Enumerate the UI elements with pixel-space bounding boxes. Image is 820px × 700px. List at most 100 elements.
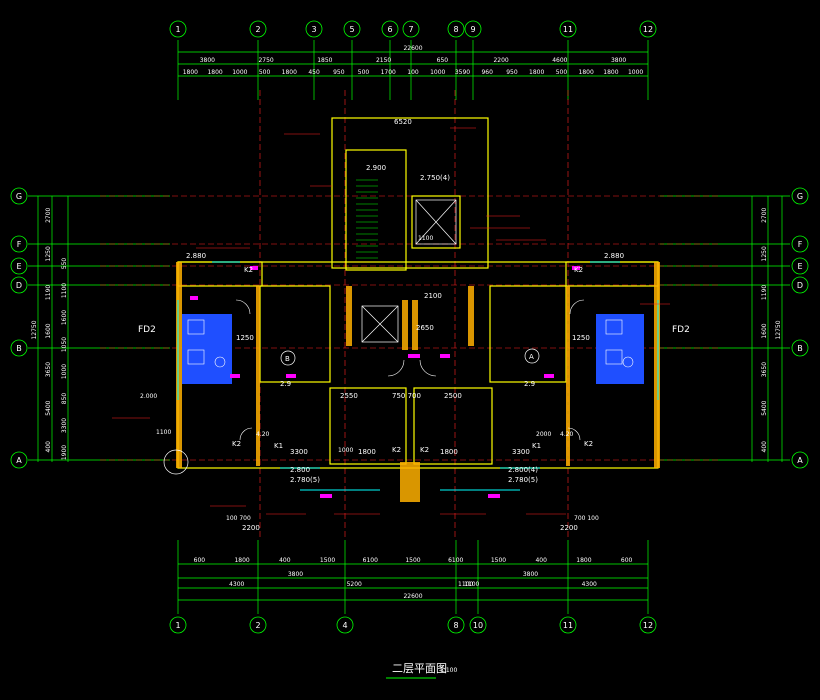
- dim-2000-right: 2000: [536, 431, 551, 438]
- window-tag-k2-left: K2: [232, 440, 241, 448]
- level-label-4: 2.780(5): [290, 476, 320, 484]
- dim-3300-left: 3300: [290, 448, 308, 456]
- dim-right-outer: 1600: [761, 323, 768, 338]
- drawing-title: 二层平面图: [392, 662, 447, 675]
- axis-bubble-left: [10, 339, 28, 357]
- dim-left-outer: 1190: [45, 285, 52, 300]
- red-annotations: [112, 127, 670, 515]
- dim-1100-bottom: 1100: [458, 581, 473, 588]
- axis-label-left: A: [16, 456, 22, 465]
- dim-1100-center: 1100: [418, 235, 433, 242]
- dim-top-row1: 3800: [611, 57, 626, 64]
- axis-label-bottom: 1: [175, 621, 180, 630]
- dim-bottom-row1: 6100: [448, 557, 463, 564]
- dim-top-row2: 1000: [430, 69, 445, 76]
- axis-label-bottom: 11: [563, 621, 573, 630]
- dim-bottom-row1: 600: [621, 557, 633, 564]
- level-left: 2.880: [186, 252, 206, 260]
- axis-bubble-left: [10, 235, 28, 253]
- drawing-scale: 1:100: [440, 667, 457, 674]
- axis-label-left: B: [16, 344, 22, 353]
- dim-left-outer: 5400: [45, 400, 52, 415]
- dim-left-outer: 2700: [45, 207, 52, 222]
- axis-bubble-right: [791, 235, 809, 253]
- dim-left-inner: 3300: [61, 418, 68, 433]
- axis-bubble-bottom: [559, 616, 577, 634]
- level-2-9-left: 2.9: [280, 380, 291, 388]
- axis-bubble-bottom: [639, 616, 657, 634]
- dim-top-row1: 1850: [317, 57, 332, 64]
- dim-4-20-left: 4.20: [256, 431, 270, 438]
- dim-top-row2: 960: [481, 69, 493, 76]
- dim-3300-right: 3300: [512, 448, 530, 456]
- dim-top-row2: 500: [358, 69, 370, 76]
- axis-label-left: G: [16, 192, 22, 201]
- axis-label-bottom: 10: [473, 621, 483, 630]
- axis-bubble-right: [791, 187, 809, 205]
- dim-2650: 2650: [416, 324, 434, 332]
- dim-1800-right: 1800: [440, 448, 458, 456]
- level-label-2: 2.800: [290, 466, 310, 474]
- wall-fill: [176, 262, 660, 502]
- axis-bubble-left: [10, 187, 28, 205]
- dim-right-outer: 1250: [761, 246, 768, 261]
- dim-1250-left: 1250: [236, 334, 254, 342]
- magenta-tags: [190, 266, 580, 498]
- axis-bubble-bottom: [169, 616, 187, 634]
- dim-bottom-row3: 3800: [288, 571, 303, 578]
- dim-bottom-row2: 4300: [582, 581, 597, 588]
- axis-bubble-top: [559, 20, 577, 38]
- axis-bubble-top: [169, 20, 187, 38]
- room-label-fd2-left: FD2: [138, 325, 156, 335]
- axis-bubble-top: [343, 20, 361, 38]
- axis-label-top: 1: [175, 25, 180, 34]
- dim-bottom-row1: 600: [194, 557, 206, 564]
- dim-top-row2: 1000: [628, 69, 643, 76]
- dim-1000-center: 1000: [338, 447, 353, 454]
- dim-top-row1: 2150: [376, 57, 391, 64]
- window-tag-k2-top-left: K2: [244, 266, 253, 274]
- level-label-1: 2.750(4): [420, 174, 450, 182]
- axis-bubble-top: [249, 20, 267, 38]
- dim-left-inner: 1100: [61, 283, 68, 298]
- dim-right-outer: 2700: [761, 207, 768, 222]
- dim-top-row2: 950: [333, 69, 345, 76]
- axis-label-top: 6: [387, 25, 392, 34]
- dim-1100-left: 1100: [156, 429, 171, 436]
- axis-label-top: 11: [563, 25, 573, 34]
- dim-left-inner: 1900: [61, 445, 68, 460]
- axis-bubble-left: [10, 451, 28, 469]
- dim-700-100-right: 700 100: [574, 515, 599, 522]
- axis-bubble-top: [464, 20, 482, 38]
- axis-label-left: F: [17, 240, 22, 249]
- dim-2100: 2100: [424, 292, 442, 300]
- room-label-fd2-right: FD2: [672, 325, 690, 335]
- dim-2200-right: 2200: [560, 524, 578, 532]
- dim-top-row2: 1800: [183, 69, 198, 76]
- axis-bubble-top: [305, 20, 323, 38]
- windows: [177, 261, 659, 491]
- dim-bottom-row1: 6100: [363, 557, 378, 564]
- axis-label-right: D: [797, 281, 803, 290]
- axis-bubble-top: [639, 20, 657, 38]
- axis-label-bottom: 12: [643, 621, 653, 630]
- dim-2200-left: 2200: [242, 524, 260, 532]
- dim-right-outer: 5400: [761, 400, 768, 415]
- dim-bottom-row1: 400: [535, 557, 547, 564]
- axis-label-right: A: [797, 456, 803, 465]
- axis-label-bottom: 8: [453, 621, 458, 630]
- axis-bubble-right: [791, 276, 809, 294]
- axis-bubble-bottom: [336, 616, 354, 634]
- axis-bubble-bottom: [249, 616, 267, 634]
- axis-label-left: D: [16, 281, 22, 290]
- axis-bubble-top: [402, 20, 420, 38]
- dim-top-row1: 4600: [552, 57, 567, 64]
- dim-bottom-row1: 1800: [576, 557, 591, 564]
- axis-label-top: 3: [311, 25, 316, 34]
- dim-top-row1: 2200: [493, 57, 508, 64]
- axis-bubble-right: [791, 339, 809, 357]
- axis-bubble-right: [791, 451, 809, 469]
- dim-top-row2: 450: [308, 69, 320, 76]
